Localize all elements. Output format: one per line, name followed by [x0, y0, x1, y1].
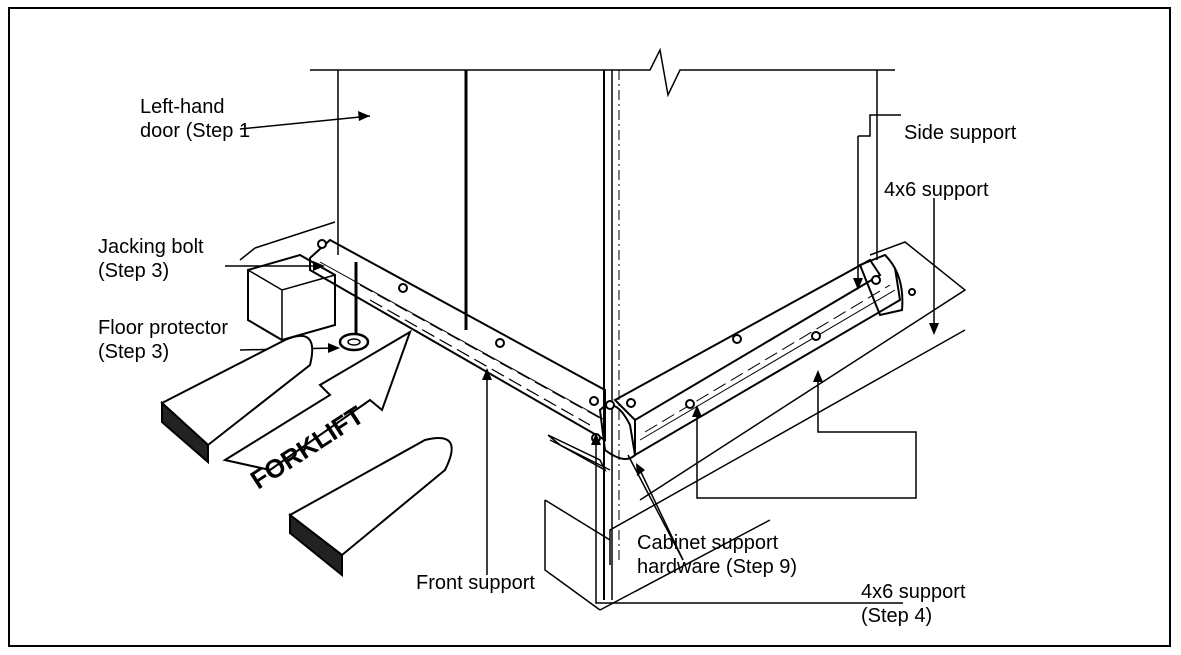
left-hand-door-label: Left-hand door (Step 1 — [140, 96, 251, 142]
jacking-bolt-label: Jacking bolt (Step 3) — [98, 236, 204, 282]
right-4x6-support-bottom — [609, 329, 966, 565]
forklift-direction-arrow — [222, 329, 412, 472]
floor-protector-pad — [338, 332, 370, 352]
side-support-rail — [613, 258, 882, 422]
diagram-frame — [8, 7, 1171, 647]
forklift-tine-right — [288, 437, 453, 578]
front-4x6-support-outline — [544, 439, 771, 611]
side-support-end-plate — [858, 253, 904, 317]
floor-protector-block — [247, 253, 336, 342]
floor-protector-label: Floor protector (Step 3) — [98, 317, 229, 363]
4x6-support-step4-label: 4x6 support (Step 4) — [861, 581, 966, 627]
side-support-label: Side support — [904, 122, 1017, 144]
front-support-label: Front support — [416, 572, 535, 594]
left-floor-outline — [239, 221, 336, 261]
forklift-tine-left — [160, 335, 314, 465]
cabinet-top-break-line — [310, 47, 895, 98]
right-4x6-support-top — [639, 241, 967, 501]
4x6-support-label-top: 4x6 support — [884, 179, 989, 201]
cabinet-support-hardware-label: Cabinet support hardware (Step 9) — [637, 532, 798, 578]
